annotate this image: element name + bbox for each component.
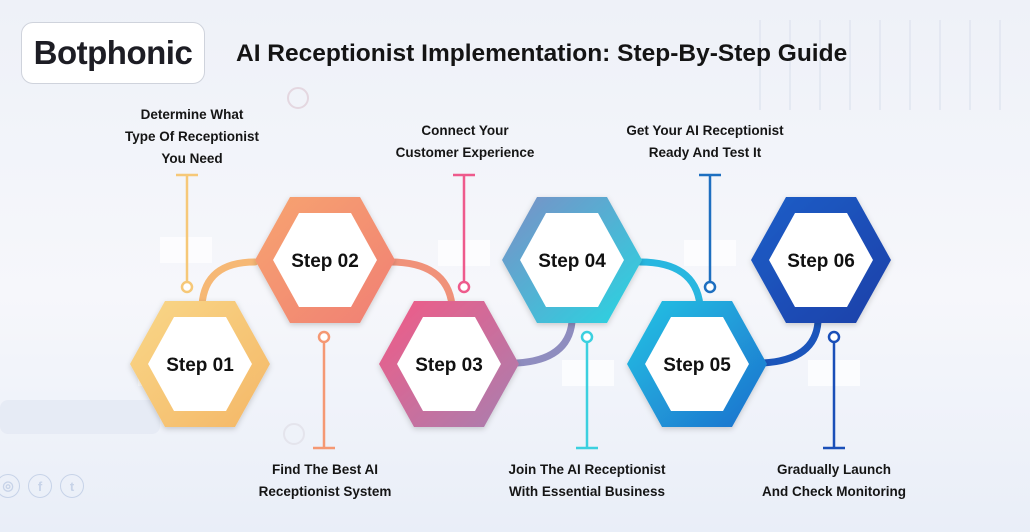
page-title: AI Receptionist Implementation: Step-By-… — [236, 40, 848, 67]
step-05-hexagon — [627, 301, 767, 427]
step-04-label: Step 04 — [538, 251, 606, 272]
connector-3-4 — [513, 318, 576, 367]
connector-4-5 — [636, 258, 704, 309]
connector-1-2 — [198, 258, 259, 309]
step-05-description: Get Your AI Receptionist Ready And Test … — [626, 123, 784, 160]
logo-box: Botphonic — [21, 22, 205, 84]
step-02-label: Step 02 — [291, 251, 359, 272]
pointer-step-03 — [453, 173, 475, 294]
step-02-description: Find The Best AI Receptionist System — [258, 462, 392, 499]
step-03-label: Step 03 — [415, 355, 483, 376]
step-03-hexagon — [379, 301, 519, 427]
pointer-step-01 — [176, 173, 198, 294]
step-06-label: Step 06 — [787, 251, 855, 272]
step-01-hexagon — [130, 301, 270, 427]
pointer-step-02 — [313, 330, 335, 450]
step-01-description: Determine What Type Of Receptionist You … — [124, 107, 260, 166]
connector-2-3 — [386, 258, 456, 309]
step-06-description: Gradually Launch And Check Monitoring — [762, 462, 906, 499]
step-06-hexagon — [751, 197, 891, 323]
step-04-description: Join The AI Receptionist With Essential … — [508, 462, 666, 499]
connector-5-6 — [759, 318, 822, 367]
step-04-hexagon — [502, 197, 642, 323]
pointer-step-06 — [823, 330, 845, 450]
twitter-icon[interactable]: t — [60, 474, 84, 498]
instagram-icon[interactable]: ◎ — [0, 474, 20, 498]
step-05-label: Step 05 — [663, 355, 731, 376]
step-01-label: Step 01 — [166, 355, 234, 376]
step-03-description: Connect Your Customer Experience — [395, 123, 535, 160]
step-02-hexagon — [255, 197, 395, 323]
pointer-step-04 — [576, 330, 598, 450]
pointer-step-05 — [699, 173, 721, 294]
facebook-icon[interactable]: f — [28, 474, 52, 498]
logo: Botphonic — [33, 34, 193, 71]
